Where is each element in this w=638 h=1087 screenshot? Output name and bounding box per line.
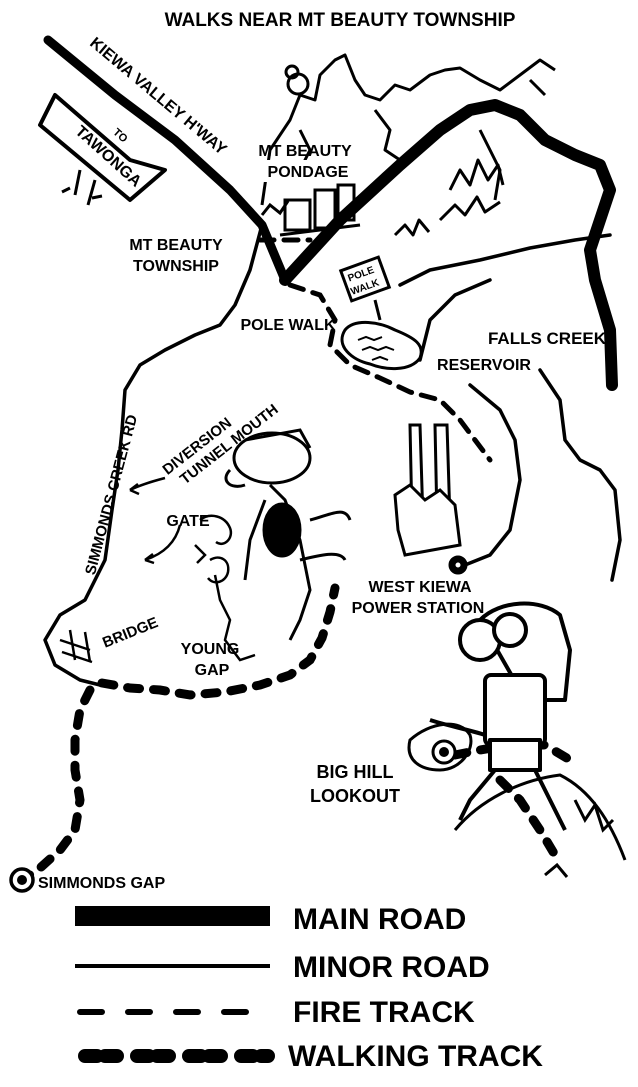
simmonds-gap-label: SIMMONDS GAP [38,875,165,892]
young-gap-scenery [194,514,256,662]
power-station-label-line1: WEST KIEWA [368,579,472,596]
legend-fire-track: FIRE TRACK [77,996,475,1029]
power-station-label: WEST KIEWA POWER STATION [352,579,485,617]
young-gap-label-line1: YOUNG [181,641,240,658]
pole-walk-label: POLE WALK [240,317,336,334]
legend-main-road-swatch [75,906,270,926]
falls-creek-label: FALLS CREEK [488,329,607,348]
legend-fire-track-label: FIRE TRACK [293,996,475,1029]
bridge-marks [59,629,93,664]
legend: MAIN ROAD MINOR ROAD FIRE TRACK WALKING … [75,903,543,1073]
simmonds-creek-rd-label: SIMMONDS CREEK RD [82,413,141,577]
big-hill-lookout-marker [431,739,457,765]
township-label-line1: MT BEAUTY [129,237,223,254]
signpost-to-label: TO [110,126,130,145]
pointer-arrows [129,476,182,565]
bridge-label: BRIDGE [100,614,160,652]
mountain-illustration [260,53,556,237]
big-hill-illustration [407,722,627,878]
hiker-illustration [429,601,572,831]
fire-tracks [257,237,493,463]
big-hill-label-line1: BIG HILL [317,762,394,782]
legend-walking-track-label: WALKING TRACK [288,1040,543,1073]
legend-minor-road-label: MINOR ROAD [293,951,490,984]
gate-label: GATE [166,513,210,530]
pondage-label-line1: MT BEAUTY [258,143,352,160]
power-station-illustration [393,423,468,575]
reservoir-water [340,321,423,370]
pole-walk-sign: POLE WALK [338,255,392,321]
diversion-figure-illustration [224,428,352,641]
legend-walking-track: WALKING TRACK [78,1040,543,1073]
big-hill-label: BIG HILL LOOKOUT [310,762,400,806]
township-label: MT BEAUTY TOWNSHIP [129,237,223,275]
pondage-label-line2: PONDAGE [268,164,349,181]
map-title: WALKS NEAR MT BEAUTY TOWNSHIP [165,10,516,31]
minor-roads [43,223,622,687]
reservoir-label: RESERVOIR [437,357,531,374]
pondage-label: MT BEAUTY PONDAGE [252,143,360,182]
young-gap-label: YOUNG GAP [181,641,240,679]
young-gap-label-line2: GAP [195,662,230,679]
legend-minor-road: MINOR ROAD [75,951,490,984]
legend-main-road: MAIN ROAD [75,903,466,936]
simmonds-gap-marker [9,867,35,893]
power-station-label-line2: POWER STATION [352,600,485,617]
main-roads [43,35,618,391]
diversion-tunnel-label: DIVERSION TUNNEL MOUTH [159,401,281,488]
legend-main-road-label: MAIN ROAD [293,903,466,936]
township-label-line2: TOWNSHIP [133,258,219,275]
tawonga-signpost: TO TAWONGA [38,93,167,206]
big-hill-label-line2: LOOKOUT [310,786,400,806]
